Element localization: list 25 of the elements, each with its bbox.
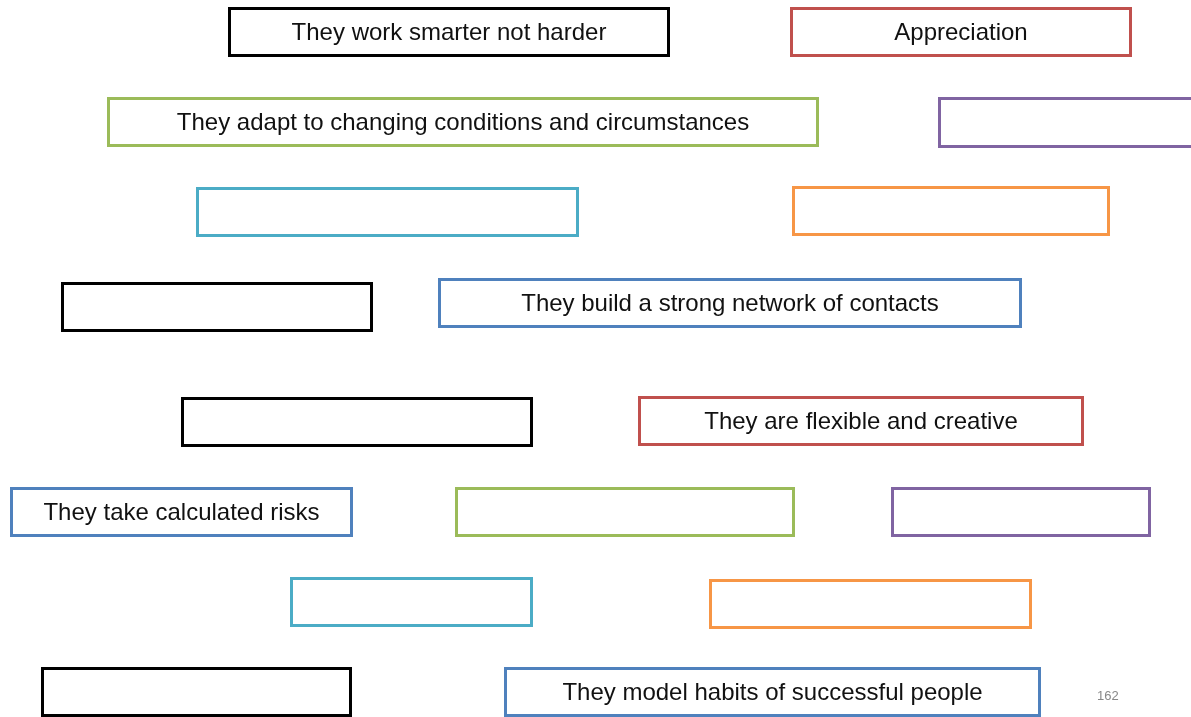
- text-box: [504, 667, 1041, 717]
- statement-text: They work smarter not harder: [291, 18, 607, 46]
- text-box: [107, 97, 819, 147]
- statement-text: Appreciation: [894, 18, 1028, 46]
- blank-box: [61, 282, 373, 332]
- text-box: [638, 396, 1084, 446]
- text-box: [10, 487, 353, 537]
- blank-box: [455, 487, 795, 537]
- statement-text: They adapt to changing conditions and circumstances: [176, 108, 750, 136]
- text-box: [438, 278, 1022, 328]
- blank-box: [891, 487, 1151, 537]
- statement-text: They model habits of successful people: [562, 678, 983, 706]
- statement-text: They build a strong network of contacts: [521, 289, 939, 317]
- blank-box: [709, 579, 1032, 629]
- statement-text: They are flexible and creative: [704, 407, 1018, 435]
- blank-box: [41, 667, 352, 717]
- blank-box: [181, 397, 533, 447]
- statement-text: They take calculated risks: [43, 498, 320, 526]
- blank-box: [792, 186, 1110, 236]
- page-number: 162: [1097, 688, 1119, 703]
- blank-box: [196, 187, 579, 237]
- text-box: [790, 7, 1132, 57]
- blank-box: [290, 577, 533, 627]
- text-box: [228, 7, 670, 57]
- blank-box: [938, 97, 1191, 148]
